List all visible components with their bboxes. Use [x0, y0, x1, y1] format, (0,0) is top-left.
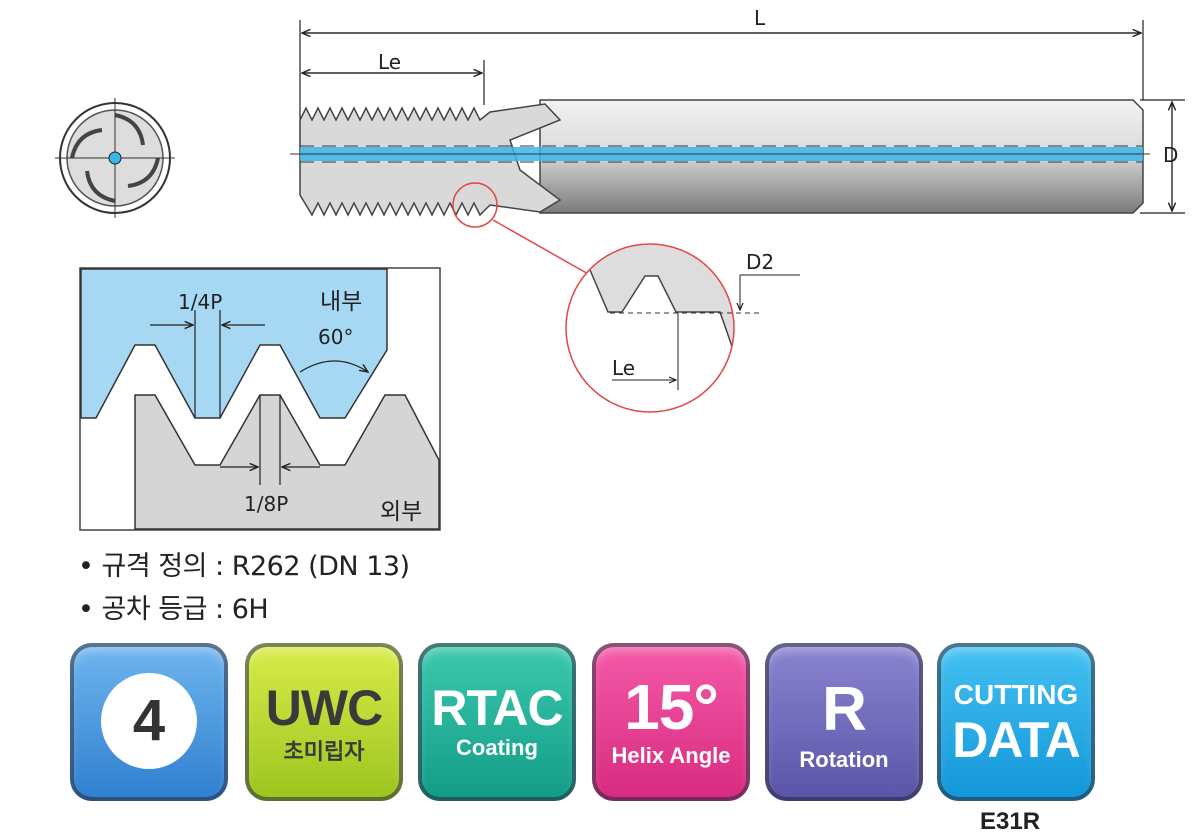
thread-detail-callout [452, 182, 800, 413]
length-label: L [754, 6, 766, 30]
helix-label: 15° [624, 671, 719, 743]
quarter-pitch-label: 1/4P [178, 290, 223, 314]
helix-sub: Helix Angle [611, 743, 731, 768]
rotation-badge: R Rotation [765, 643, 923, 801]
rotation-sub: Rotation [799, 747, 889, 772]
coating-sub: Coating [456, 735, 538, 760]
coating-label: RTAC [431, 680, 563, 736]
internal-label: 내부 [320, 289, 363, 315]
rotation-label: R [822, 675, 867, 744]
external-label: 외부 [380, 499, 423, 525]
angle-label: 60° [318, 325, 354, 349]
effective-length-label: Le [378, 50, 402, 74]
cutting-label: CUTTING [953, 679, 1079, 710]
flute-icon: 4 [101, 673, 197, 769]
product-code: E31R [980, 808, 1041, 835]
detail-le-label: Le [612, 356, 636, 380]
uwc-sub: 초미립자 [283, 739, 365, 764]
uwc-label: UWC [265, 680, 383, 736]
uwc-badge: UWC 초미립자 [245, 643, 403, 801]
d2-label: D2 [746, 250, 775, 274]
data-label: DATA [952, 712, 1080, 768]
flutes-badge: 4 [70, 643, 228, 801]
helix-badge: 15°Helix Angle [592, 643, 750, 801]
diameter-label: D [1163, 143, 1179, 167]
eighth-pitch-label: 1/8P [244, 492, 289, 516]
end-view-icon [55, 98, 175, 218]
flutes-count: 4 [132, 688, 166, 753]
thread-profile-diagram [79, 267, 441, 531]
spec-standard: • 규격 정의 : R262 (DN 13) [78, 551, 410, 582]
thread-mill-body [290, 99, 1150, 217]
spec-tolerance: • 공차 등급 : 6H [78, 594, 269, 625]
